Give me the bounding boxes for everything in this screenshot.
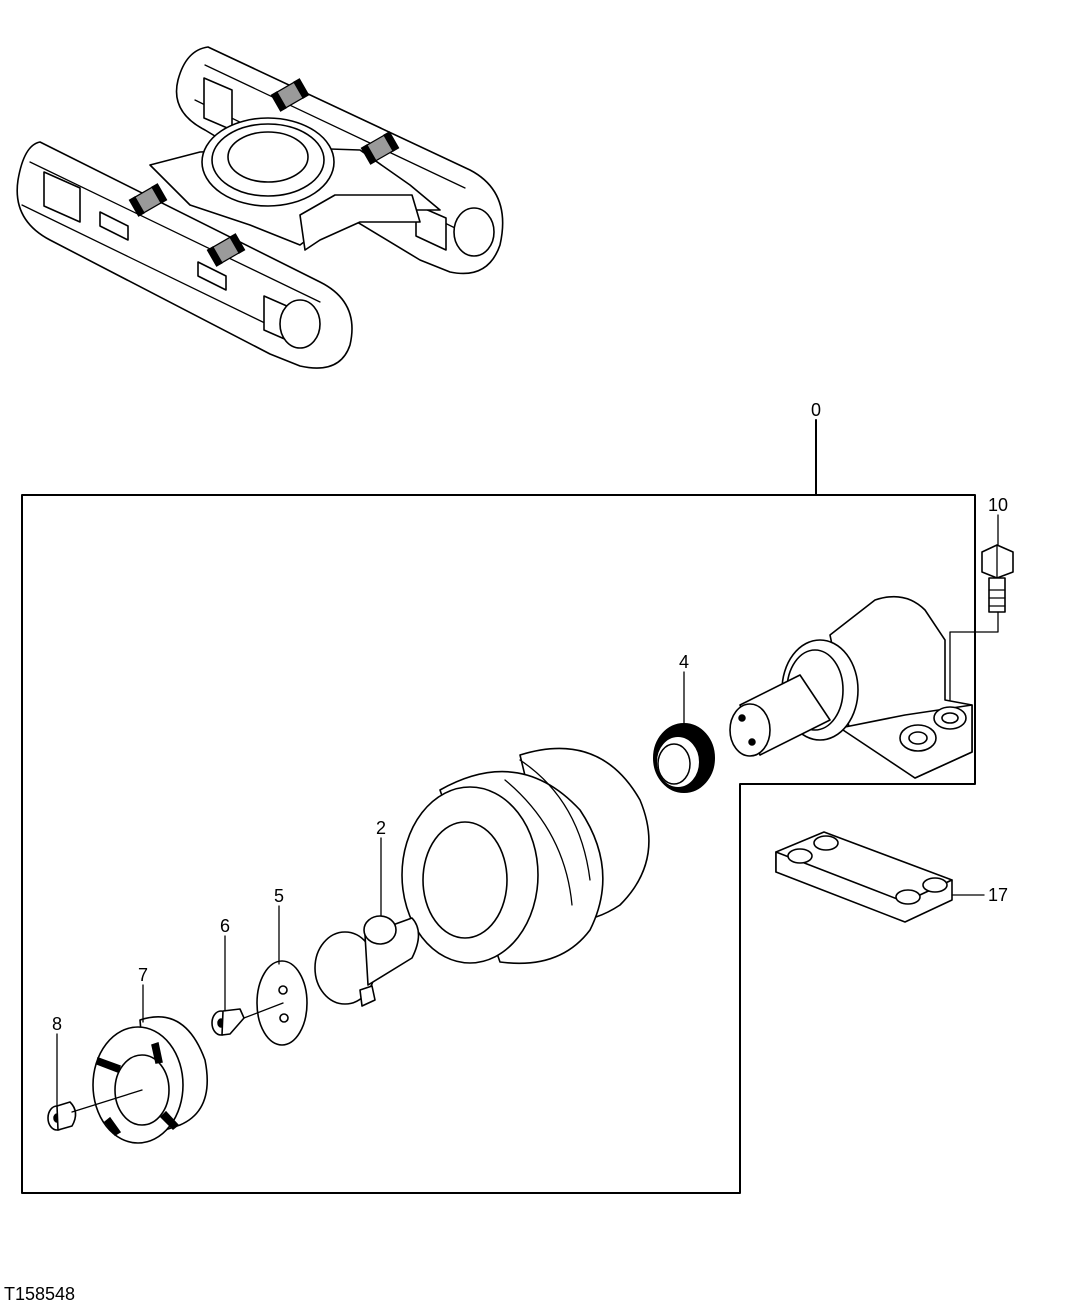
callout-label-5: 5 (274, 886, 284, 906)
plate-part-17 (775, 831, 953, 923)
callout-label-0: 0 (811, 400, 821, 420)
bolt-part-10 (981, 544, 1014, 613)
callout-label-2: 2 (376, 818, 386, 838)
assembly-bracket-outline (21, 494, 976, 1194)
callout-label-4: 4 (679, 652, 689, 672)
plug-insertion-line (71, 1089, 143, 1113)
callout-label-8: 8 (52, 1014, 62, 1034)
callout-label-17: 17 (988, 885, 1008, 905)
bolt-insertion-line (949, 611, 999, 701)
screw-part-6 (211, 1008, 245, 1036)
plug-part-8 (47, 1101, 77, 1131)
collar-part-7 (92, 1016, 208, 1144)
screw-insertion-line (243, 1002, 284, 1019)
undercarriage-overview-illustration (16, 46, 504, 369)
bushing-part-2 (314, 915, 420, 1007)
callout-label-7: 7 (138, 965, 148, 985)
seal-part-4 (653, 723, 715, 793)
shaft-housing-part-0 (729, 595, 973, 779)
figure-id: T158548 (4, 1284, 75, 1304)
track-roller-body (401, 747, 650, 965)
callout-label-6: 6 (220, 916, 230, 936)
upper-roller-markers (128, 78, 400, 267)
callout-label-10: 10 (988, 495, 1008, 515)
